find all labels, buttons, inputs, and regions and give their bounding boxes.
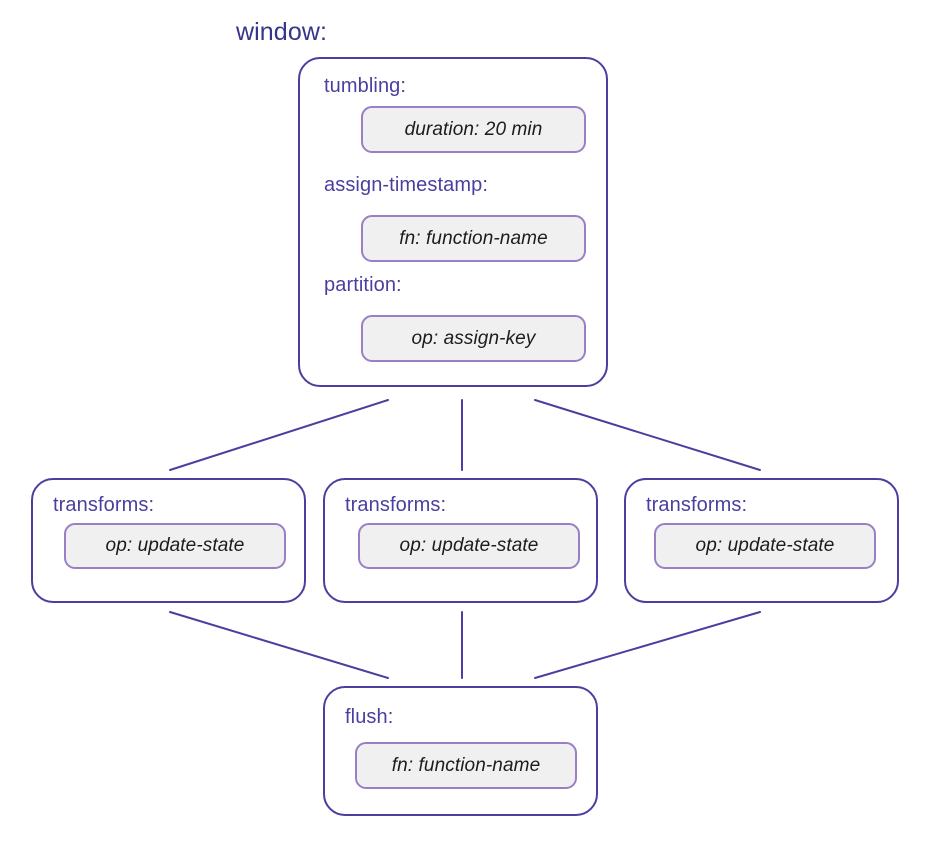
edge-window-to-transforms-left xyxy=(169,399,389,471)
field-label-transforms-right: transforms: xyxy=(646,494,748,516)
chip-duration-text: duration: 20 min xyxy=(404,118,543,140)
chip-transforms-right-op-text: op: update-state xyxy=(695,535,835,556)
field-label-assign-timestamp: assign-timestamp: xyxy=(324,174,488,196)
field-label-partition: partition: xyxy=(324,274,402,296)
chip-assign-timestamp-fn-text: fn: function-name xyxy=(399,227,548,249)
field-label-transforms-center: transforms: xyxy=(345,494,447,516)
field-label-flush: flush: xyxy=(345,706,394,728)
diagram-root-title: window: xyxy=(236,18,328,46)
chip-duration[interactable]: duration: 20 min xyxy=(361,106,586,153)
field-label-tumbling: tumbling: xyxy=(324,75,407,97)
chip-assign-timestamp-fn[interactable]: fn: function-name xyxy=(361,215,586,262)
field-label-transforms-left: transforms: xyxy=(53,494,155,516)
edge-transforms-left-to-flush xyxy=(169,611,389,679)
chip-transforms-left-op-text: op: update-state xyxy=(105,535,245,556)
chip-transforms-center-op-text: op: update-state xyxy=(399,535,539,556)
chip-flush-fn[interactable]: fn: function-name xyxy=(355,742,577,789)
edge-transforms-right-to-flush xyxy=(534,611,761,679)
edge-window-to-transforms-right xyxy=(534,399,761,471)
chip-transforms-center-op[interactable]: op: update-state xyxy=(358,523,580,569)
chip-partition-op[interactable]: op: assign-key xyxy=(361,315,586,362)
chip-transforms-right-op[interactable]: op: update-state xyxy=(654,523,876,569)
chip-transforms-left-op[interactable]: op: update-state xyxy=(64,523,286,569)
chip-flush-fn-text: fn: function-name xyxy=(391,754,541,776)
chip-partition-op-text: op: assign-key xyxy=(411,327,536,349)
